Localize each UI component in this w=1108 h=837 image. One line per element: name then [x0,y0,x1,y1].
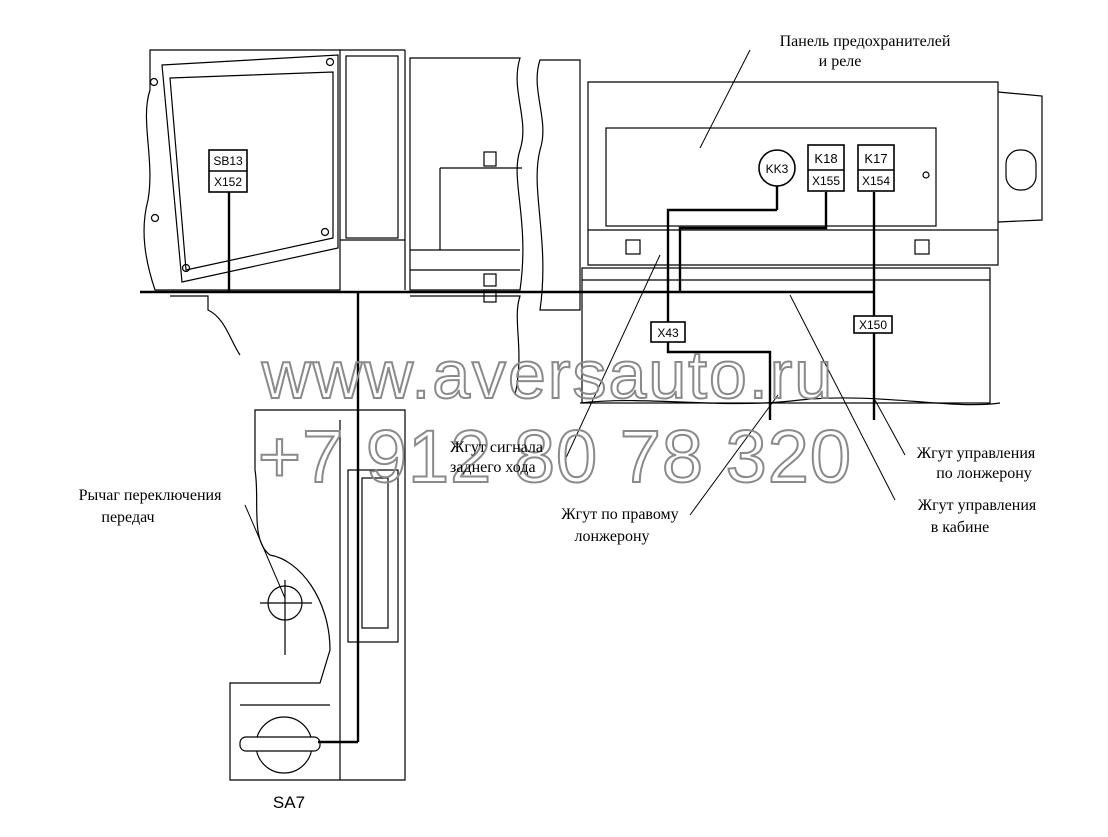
label-ctrl-spar-2: по лонжерону [936,465,1032,482]
connector-sb13-x152: SB13 X152 [208,149,248,193]
dashboard-panel [143,49,406,291]
relay-kk3: KK3 [758,149,796,187]
label-kk3: KK3 [766,162,789,176]
label-k18: K18 [814,151,837,166]
label-k17: K17 [864,151,887,166]
watermark: www.aversauto.ru +7 912 80 78 320 [257,336,852,499]
label-fuse-panel-1: Панель предохранителей [780,33,951,50]
label-gear-lever-2: передач [101,509,154,526]
label-x155: X155 [812,174,840,188]
fuse-relay-box [579,81,1043,406]
label-gear-lever-1: Рычаг переключения [79,487,223,504]
watermark-phone: +7 912 80 78 320 [258,415,852,498]
label-ctrl-cab-1: Жгут управления [918,497,1037,514]
connector-x150: X150 [853,315,893,334]
label-right-spar-2: лонжерону [574,528,649,545]
label-x150: X150 [859,318,887,332]
label-ctrl-cab-2: в кабине [931,519,990,536]
label-fuse-panel-2: и реле [819,53,862,70]
label-sa7: SA7 [273,793,305,812]
connector-k18-x155: K18 X155 [807,144,845,192]
middle-panels [170,57,581,396]
label-reverse-1: Жгут сигнала [450,439,543,456]
wire-harness [140,183,876,744]
label-ctrl-spar-1: Жгут управления [917,445,1036,462]
watermark-site: www.aversauto.ru [261,337,834,413]
callout-labels: Панель предохранителей и реле Жгут сигна… [79,33,1037,812]
leader-lines [244,49,906,599]
label-right-spar-1: Жгут по правому [561,506,678,523]
connector-k17-x154: K17 X154 [857,144,895,192]
label-x154: X154 [862,174,890,188]
label-x43: X43 [657,326,679,340]
label-x152: X152 [214,175,242,189]
label-reverse-2: заднего хода [450,459,536,476]
label-sb13: SB13 [213,154,243,168]
connector-x43: X43 [650,321,686,343]
gear-lever-bracket [229,409,406,781]
